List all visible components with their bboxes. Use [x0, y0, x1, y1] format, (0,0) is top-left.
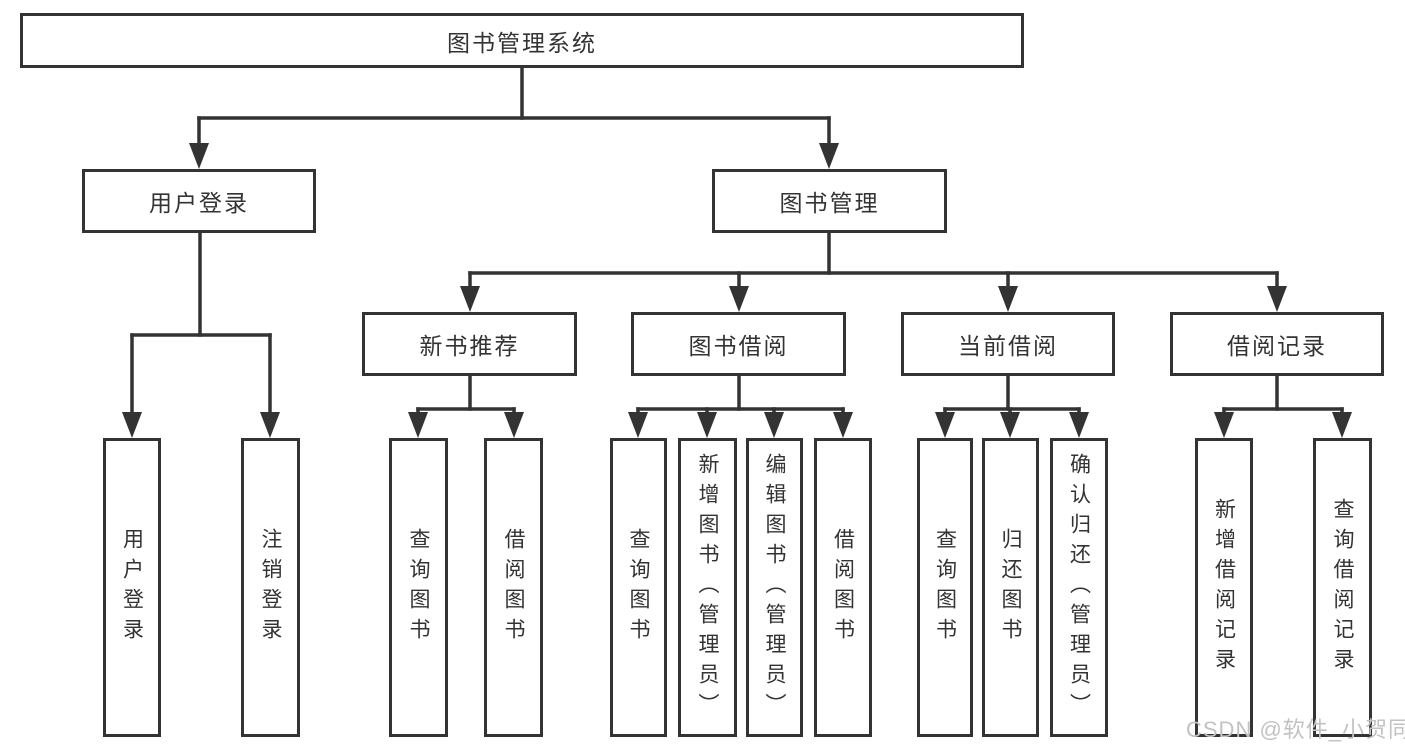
leaf-cb-confirm-return-admin: 确认归还（管理员）: [1050, 438, 1108, 737]
leaf-bb-edit-book-admin-label: 编辑图书（管理员）: [763, 452, 786, 723]
node-root: 图书管理系统: [20, 13, 1024, 68]
leaf-bb-borrow-book-label: 借阅图书: [831, 527, 855, 648]
node-book-borrowing-label: 图书借阅: [688, 333, 789, 359]
leaf-rec-query-book-label: 查询图书: [407, 527, 430, 648]
leaf-br-query-record: 查询借阅记录: [1313, 438, 1372, 737]
leaf-bb-borrow-book: 借阅图书: [814, 438, 872, 737]
leaf-cb-query-book-label: 查询图书: [933, 527, 957, 648]
node-book-management-label: 图书管理: [779, 190, 880, 216]
leaf-cb-return-book: 归还图书: [982, 438, 1039, 737]
leaf-bb-add-book-admin-label: 新增图书（管理员）: [696, 452, 719, 723]
leaf-bb-query-book-label: 查询图书: [627, 527, 650, 648]
leaf-bb-query-book: 查询图书: [610, 438, 667, 737]
leaf-user-login-label: 用户登录: [120, 527, 144, 648]
node-borrowing-records: 借阅记录: [1170, 312, 1384, 376]
leaf-br-query-record-label: 查询借阅记录: [1331, 497, 1354, 678]
node-user-login: 用户登录: [82, 169, 316, 233]
node-user-login-label: 用户登录: [149, 190, 249, 216]
leaf-cb-confirm-return-admin-label: 确认归还（管理员）: [1067, 452, 1091, 723]
leaf-rec-query-book: 查询图书: [389, 438, 448, 737]
leaf-bb-edit-book-admin: 编辑图书（管理员）: [746, 438, 803, 737]
node-new-book-recommend: 新书推荐: [362, 312, 577, 376]
node-new-book-recommend-label: 新书推荐: [419, 333, 520, 359]
leaf-rec-borrow-book-label: 借阅图书: [502, 527, 525, 648]
leaf-cb-return-book-label: 归还图书: [999, 527, 1022, 648]
node-book-borrowing: 图书借阅: [631, 312, 846, 376]
leaf-br-add-record-label: 新增借阅记录: [1212, 497, 1236, 678]
leaf-cb-query-book: 查询图书: [917, 438, 973, 737]
leaf-logout-login-label: 注销登录: [259, 527, 282, 648]
node-current-borrowing-label: 当前借阅: [958, 333, 1058, 359]
watermark-text: CSDN @软件_小贺同学: [1186, 717, 1405, 742]
leaf-br-add-record: 新增借阅记录: [1195, 438, 1253, 737]
node-borrowing-records-label: 借阅记录: [1227, 333, 1327, 359]
leaf-bb-add-book-admin: 新增图书（管理员）: [678, 438, 737, 737]
node-current-borrowing: 当前借阅: [901, 312, 1115, 376]
leaf-logout-login: 注销登录: [241, 438, 300, 737]
leaf-user-login: 用户登录: [103, 438, 161, 737]
node-root-label: 图书管理系统: [447, 29, 597, 56]
leaf-rec-borrow-book: 借阅图书: [484, 438, 543, 737]
arrowheads: [122, 143, 1352, 438]
node-book-management: 图书管理: [712, 169, 947, 233]
